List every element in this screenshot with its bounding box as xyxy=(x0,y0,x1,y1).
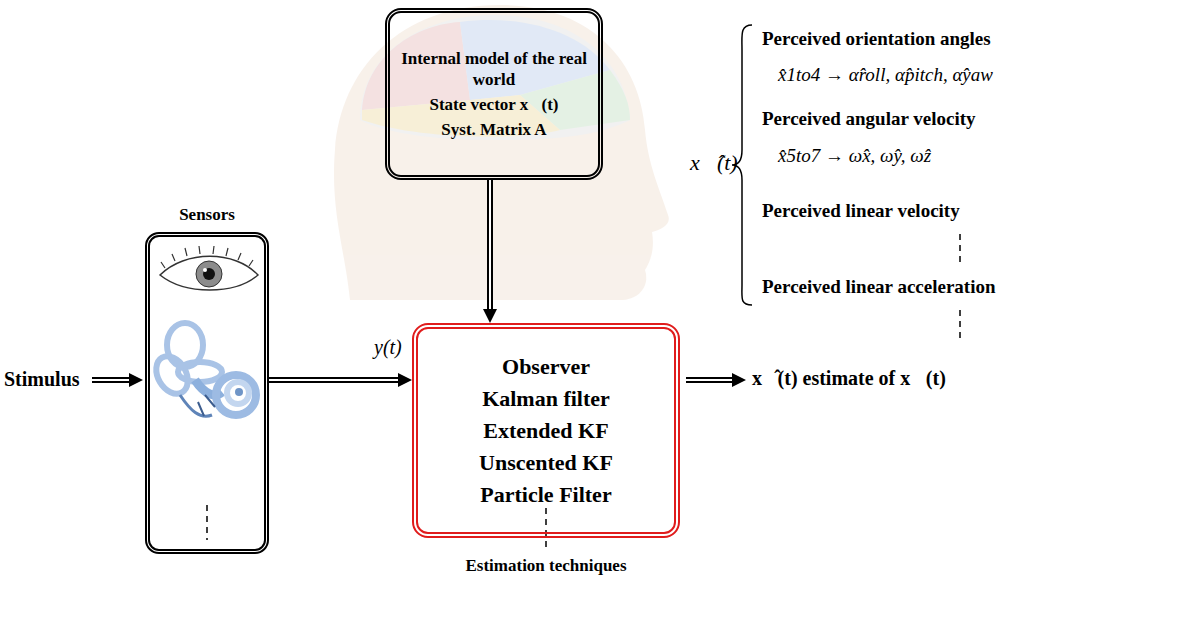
connector-outline xyxy=(487,180,493,309)
head-silhouette xyxy=(334,5,669,300)
double-arrow-connector xyxy=(490,180,491,309)
node-text: Unscented KF xyxy=(479,449,613,477)
state-estimate-symbol: x⃗̂(t) xyxy=(690,150,738,176)
node-text: Internal model of the real world xyxy=(398,48,590,90)
state-formula: x̂1to4 → α̂roll, α̂pitch, α̂yaw xyxy=(778,64,993,86)
sensors-box: Sensors xyxy=(145,232,269,554)
node-text: State vector x⃗(t) xyxy=(429,94,558,115)
state-heading: Perceived angular velocity xyxy=(762,108,976,130)
estimator-box: ObserverKalman filterExtended KF Unscente… xyxy=(412,323,680,538)
state-heading: Perceived linear velocity xyxy=(762,200,960,222)
state-heading: Perceived linear acceleration xyxy=(762,276,996,298)
node-heading: Sensors xyxy=(90,205,324,225)
node-text: Kalman filter xyxy=(482,385,610,413)
connector-core xyxy=(269,379,398,381)
double-arrow-connector xyxy=(269,380,398,381)
connector-outline xyxy=(269,377,398,383)
node-text: Syst. Matrix A xyxy=(441,119,546,140)
internal-model-box: Internal model of the real worldState ve… xyxy=(385,8,603,180)
connector-core xyxy=(489,180,491,309)
node-text: Extended KF xyxy=(483,417,608,445)
output-arrow xyxy=(686,380,732,381)
output-label: x⃗̂(t) estimate of x⃗(t) xyxy=(752,367,946,390)
state-formula: x̂5to7 → ω̂x, ω̂y, ω̂z xyxy=(778,145,931,167)
stimulus-label: Stimulus xyxy=(4,368,80,391)
inner-ear-illustration xyxy=(150,323,256,416)
stimulus-arrow xyxy=(92,380,129,381)
node-text: Observer xyxy=(502,353,590,381)
signal-label: y(t) xyxy=(372,336,404,359)
state-heading: Perceived orientation angles xyxy=(762,28,991,50)
eye-illustration xyxy=(160,246,258,290)
node-heading: Estimation techniques xyxy=(358,556,734,576)
node-text: Particle Filter xyxy=(480,481,611,509)
